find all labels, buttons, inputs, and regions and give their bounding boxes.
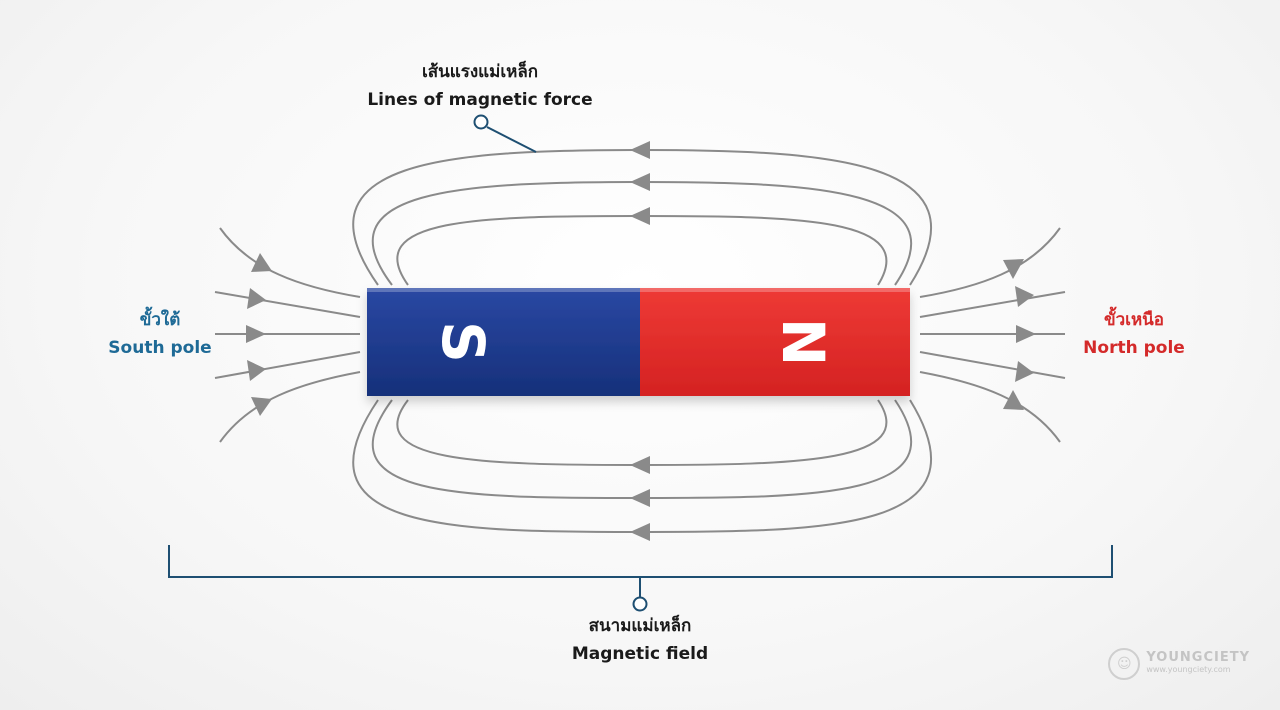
arrow-right-1 — [1003, 259, 1024, 279]
arrow-bottom-middle — [630, 489, 650, 507]
watermark: ☺ YOUNGCIETY www.youngciety.com — [1108, 648, 1250, 680]
field-loop-bottom-middle — [371, 399, 912, 500]
arrow-top-inner — [630, 207, 650, 225]
field-lines-pointer — [473, 114, 537, 153]
field-arrows — [246, 141, 1036, 541]
youngciety-logo-icon: ☺ — [1108, 648, 1141, 680]
field-loop-top-inner — [396, 214, 888, 286]
south-pole-label-thai: ขั้วใต้ — [139, 310, 181, 330]
arrow-top-outer — [630, 141, 650, 159]
arrow-right-2 — [1015, 286, 1034, 307]
magnet-south-letter: S — [429, 321, 497, 363]
field-lines-label-english: Lines of magnetic force — [367, 90, 593, 110]
south-pole-label-english: South pole — [108, 338, 212, 358]
arrow-right-3 — [1016, 325, 1036, 343]
field-lines-label: เส้นแรงแม่เหล็ก Lines of magnetic force — [330, 58, 630, 114]
arrow-bottom-outer — [630, 523, 650, 541]
arrow-left-3 — [246, 325, 266, 343]
magnetic-field-label: สนามแม่เหล็ก Magnetic field — [490, 612, 790, 668]
arrow-bottom-inner — [630, 456, 650, 474]
bar-magnet — [367, 288, 910, 396]
north-pole-label: ขั้วเหนือ North pole — [1034, 306, 1234, 362]
watermark-brand: YOUNGCIETY — [1146, 650, 1250, 665]
magnet-north-letter: N — [769, 318, 837, 367]
field-lines-label-thai: เส้นแรงแม่เหล็ก — [421, 62, 539, 82]
magnetic-field-bracket — [168, 545, 1113, 612]
watermark-url: www.youngciety.com — [1146, 665, 1231, 674]
north-pole-label-thai: ขั้วเหนือ — [1103, 310, 1164, 330]
field-lines-left — [214, 227, 361, 443]
north-pole-label-english: North pole — [1083, 338, 1185, 358]
field-loop-bottom-inner — [396, 399, 888, 467]
arrow-top-middle — [630, 173, 650, 191]
magnet-south-half — [367, 288, 640, 396]
south-pole-label: ขั้วใต้ South pole — [60, 306, 260, 362]
arrow-left-2 — [247, 288, 266, 309]
magnetic-field-label-thai: สนามแม่เหล็ก — [588, 616, 692, 636]
arrow-left-4 — [247, 360, 266, 381]
field-loop-top-middle — [371, 180, 912, 286]
field-lines-right — [919, 227, 1066, 443]
arrow-left-5 — [251, 397, 272, 416]
magnet-north-half — [640, 288, 910, 396]
magnetic-field-label-english: Magnetic field — [571, 644, 709, 664]
arrow-left-1 — [251, 253, 272, 272]
arrow-right-5 — [1003, 390, 1024, 410]
arrow-right-4 — [1015, 361, 1034, 382]
